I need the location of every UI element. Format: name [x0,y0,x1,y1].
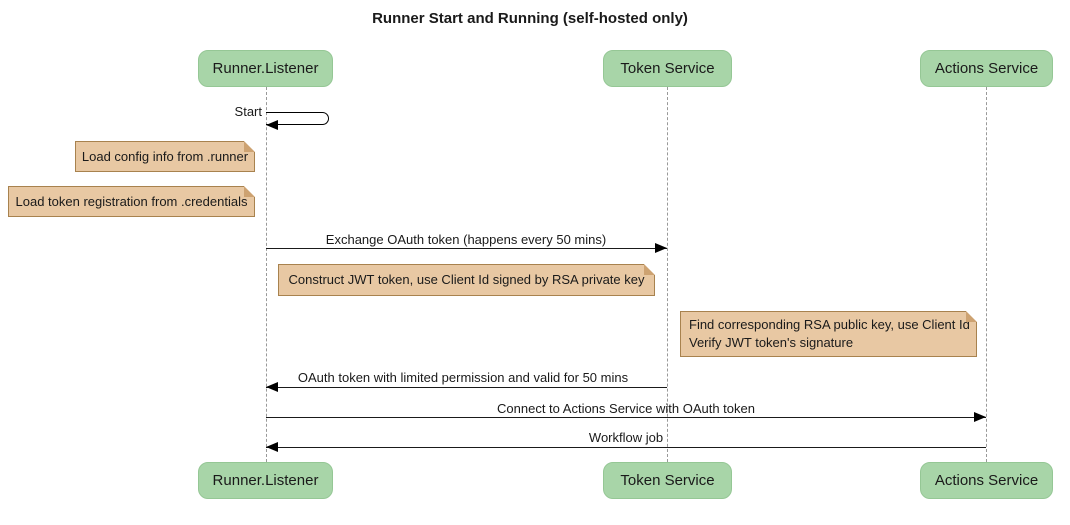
arrowhead-left-icon [266,382,278,392]
participant-runner-listener-bottom: Runner.Listener [198,462,333,499]
participant-runner-listener-top: Runner.Listener [198,50,333,87]
message-start-self-loop [266,112,329,125]
arrowhead-right-icon [655,243,667,253]
note-load-config: Load config info from .runner [75,141,255,172]
participant-token-service-top: Token Service [603,50,732,87]
arrowhead-right-icon [974,412,986,422]
participant-label: Token Service [620,472,715,489]
participant-label: Actions Service [934,60,1039,77]
lifeline-runner-listener [266,87,267,462]
note-load-credentials: Load token registration from .credential… [8,186,255,217]
note-text: Load config info from .runner [81,148,249,164]
participant-actions-service-bottom: Actions Service [920,462,1053,499]
message-oauth-reply-label: OAuth token with limited permission and … [297,370,629,385]
note-text-line2: Verify JWT token's signature [689,335,854,350]
participant-actions-service-top: Actions Service [920,50,1053,87]
message-start-label: Start [234,104,262,119]
message-connect-label: Connect to Actions Service with OAuth to… [497,401,755,416]
note-construct-jwt: Construct JWT token, use Client Id signe… [278,264,655,296]
participant-label: Actions Service [934,472,1039,489]
message-exchange-label: Exchange OAuth token (happens every 50 m… [325,232,607,247]
participant-label: Runner.Listener [212,60,319,77]
arrowhead-left-icon [266,442,278,452]
participant-label: Token Service [620,60,715,77]
message-connect-line [266,417,986,418]
message-oauth-reply-line [266,387,667,388]
note-text-line1: Find corresponding RSA public key, use C… [689,317,970,332]
lifeline-actions-service [986,87,987,462]
note-text: Construct JWT token, use Client Id signe… [288,272,645,287]
message-exchange-line [266,248,667,249]
note-find-rsa: Find corresponding RSA public key, use C… [680,311,977,357]
lifeline-token-service [667,87,668,462]
participant-token-service-bottom: Token Service [603,462,732,499]
participant-label: Runner.Listener [212,472,319,489]
message-workflow-line [266,447,986,448]
message-workflow-label: Workflow job [588,430,664,445]
arrowhead-left-icon [266,120,278,130]
note-text: Load token registration from .credential… [15,193,248,209]
diagram-title: Runner Start and Running (self-hosted on… [372,10,688,27]
